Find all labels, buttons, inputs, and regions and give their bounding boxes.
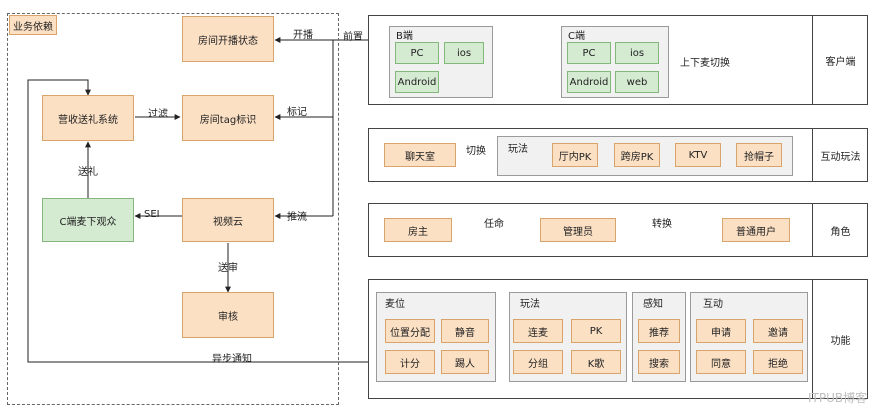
front-label: 前置 (343, 32, 363, 43)
video-cloud-node[interactable]: 视频云 (182, 198, 274, 242)
perceive-search[interactable]: 搜索 (638, 350, 680, 374)
play-item-in-room-pk[interactable]: 厅内PK (552, 143, 598, 167)
convert-label: 转换 (652, 219, 672, 230)
play-item-ktv[interactable]: KTV (675, 143, 721, 167)
play-item-grab-hat[interactable]: 抢帽子 (736, 143, 782, 167)
c-side-title: C端 (568, 31, 585, 42)
watermark: ITPUB博客 (808, 391, 868, 405)
b-android[interactable]: Android (395, 71, 439, 93)
interact-invite[interactable]: 邀请 (753, 319, 803, 343)
role-admin[interactable]: 管理员 (540, 218, 616, 242)
feature-co-mic[interactable]: 连麦 (513, 319, 563, 343)
interaction-play-title: 玩法 (508, 144, 528, 155)
start-live-label: 开播 (293, 30, 313, 41)
perceive-recommend[interactable]: 推荐 (638, 319, 680, 343)
c-pc[interactable]: PC (567, 42, 611, 64)
c-web[interactable]: web (615, 71, 659, 93)
play-item-cross-room-pk[interactable]: 跨房PK (614, 143, 660, 167)
perceive-title: 感知 (643, 299, 663, 310)
interaction-section-label: 互动玩法 (812, 128, 868, 182)
room-tag-node[interactable]: 房间tag标识 (182, 95, 274, 141)
feature-pk[interactable]: PK (571, 319, 621, 343)
feature-grouping[interactable]: 分组 (513, 350, 563, 374)
business-dependency-title: 业务依赖 (9, 15, 57, 35)
features-section-label: 功能 (812, 279, 868, 399)
c-audience-node[interactable]: C端麦下观众 (42, 198, 134, 242)
interact-title: 互动 (703, 299, 723, 310)
mark-label: 标记 (287, 107, 307, 118)
async-notify-edge (27, 79, 383, 363)
b-side-title: B端 (396, 31, 413, 42)
client-section-label: 客户端 (812, 15, 868, 105)
role-host[interactable]: 房主 (384, 218, 452, 242)
b-ios[interactable]: ios (444, 42, 484, 64)
room-live-status-node[interactable]: 房间开播状态 (182, 16, 274, 62)
roles-section-label: 角色 (812, 203, 868, 257)
mic-scoring[interactable]: 计分 (385, 350, 435, 374)
interact-apply[interactable]: 申请 (696, 319, 746, 343)
feature-play-title: 玩法 (520, 299, 540, 310)
mic-switch-label: 上下麦切换 (680, 58, 730, 69)
revenue-gift-system-node[interactable]: 营收送礼系统 (42, 95, 134, 141)
send-gift-label: 送礼 (78, 167, 98, 178)
switch-label: 切换 (466, 146, 486, 157)
mic-position-assign[interactable]: 位置分配 (385, 319, 435, 343)
sei-label: SEI (144, 209, 160, 220)
c-ios[interactable]: ios (615, 42, 659, 64)
b-pc[interactable]: PC (395, 42, 439, 64)
chatroom-node[interactable]: 聊天室 (384, 143, 456, 167)
mic-mute[interactable]: 静音 (441, 319, 489, 343)
mic-title: 麦位 (385, 299, 405, 310)
c-android[interactable]: Android (567, 71, 611, 93)
business-dependency-frame (7, 13, 339, 405)
push-stream-label: 推流 (287, 212, 307, 223)
role-user[interactable]: 普通用户 (722, 218, 790, 242)
send-review-label: 送审 (218, 263, 238, 274)
appoint-label: 任命 (484, 219, 504, 230)
interact-agree[interactable]: 同意 (696, 350, 746, 374)
review-node[interactable]: 审核 (182, 292, 274, 338)
feature-karaoke[interactable]: K歌 (571, 350, 621, 374)
async-notify-label: 异步通知 (212, 354, 252, 365)
interact-reject[interactable]: 拒绝 (753, 350, 803, 374)
mic-kick[interactable]: 踢人 (441, 350, 489, 374)
filter-label: 过滤 (148, 109, 168, 120)
